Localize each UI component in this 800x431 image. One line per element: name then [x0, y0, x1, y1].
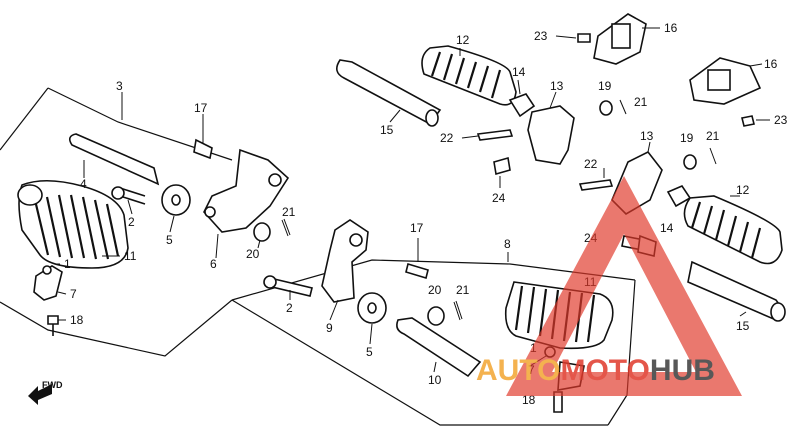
callout-20-center: 20	[428, 283, 442, 297]
footpeg-rubber-12-right	[683, 195, 783, 265]
spring-21-center	[453, 300, 463, 321]
callout-16-top: 16	[664, 21, 678, 35]
clip-7-left	[33, 265, 63, 301]
callout-13-top: 13	[550, 79, 564, 93]
callout-8: 8	[504, 237, 511, 251]
watermark-text-moto: MOTO	[560, 354, 649, 387]
forward-label: FWD	[42, 380, 63, 390]
callouts: 3 17 4 2 5 6 20 21 11 1 7 18 2 9 5 17 8 …	[64, 21, 788, 407]
callout-21-left: 21	[282, 205, 296, 219]
bolt-22-top	[476, 129, 514, 141]
callout-10: 10	[428, 373, 442, 387]
pin-15-right	[687, 260, 786, 322]
callout-5-left: 5	[166, 233, 173, 247]
bracket-left	[203, 148, 290, 233]
spring-21-top	[619, 99, 627, 115]
pin-10	[396, 317, 482, 378]
callout-15-right: 15	[736, 319, 750, 333]
callout-14-right: 14	[660, 221, 674, 235]
callout-9: 9	[326, 321, 333, 335]
callout-21-center: 21	[456, 283, 470, 297]
cap-19-right	[683, 154, 697, 170]
callout-19-right: 19	[680, 131, 694, 145]
spring-21-left	[281, 218, 291, 237]
callout-16-right: 16	[764, 57, 778, 71]
callout-18-right: 18	[522, 393, 536, 407]
callout-12-right: 12	[736, 183, 750, 197]
callout-20-left: 20	[246, 247, 260, 261]
cap-20-center	[427, 306, 445, 326]
holder-13-top	[527, 105, 575, 165]
arm-9	[321, 219, 369, 303]
callout-18-left: 18	[70, 313, 84, 327]
pin-15-top	[336, 59, 442, 127]
pin-2-center	[263, 275, 313, 297]
svg-text:AUTOMOTOHUB: AUTOMOTOHUB	[476, 354, 715, 387]
callout-6: 6	[210, 257, 217, 271]
callout-3: 3	[116, 79, 123, 93]
callout-17-left: 17	[194, 101, 208, 115]
callout-23-right: 23	[774, 113, 788, 127]
bracket-16-right	[689, 57, 762, 105]
screw-23-top	[577, 33, 591, 43]
callout-13-right: 13	[640, 129, 654, 143]
forward-arrow-icon	[28, 384, 52, 405]
callout-11-left: 11	[124, 249, 137, 263]
callout-2-center: 2	[286, 301, 293, 315]
watermark-text-hub: HUB	[650, 354, 715, 387]
callout-22-right: 22	[584, 157, 598, 171]
bolt-22-right	[578, 179, 614, 191]
callout-7-left: 7	[70, 287, 77, 301]
footpeg-rubber-12-top	[421, 45, 517, 106]
spacer-14-top	[508, 93, 536, 118]
screw-18-left	[47, 315, 59, 336]
cap-20-left	[253, 222, 271, 242]
callout-17-center: 17	[410, 221, 424, 235]
bracket-16-top	[593, 13, 647, 65]
callout-12-top: 12	[456, 33, 470, 47]
bolt-24-top	[493, 156, 511, 176]
watermark-logo: AUTOMOTOHUB	[476, 176, 742, 396]
callout-2-left: 2	[128, 215, 135, 229]
footpeg-pin-left	[68, 133, 160, 205]
callout-23-top: 23	[534, 29, 548, 43]
watermark-text-auto: AUTO	[476, 354, 560, 387]
warning-triangle-icon	[506, 176, 742, 396]
washer-5-center	[357, 292, 387, 324]
bolt-17-center	[405, 262, 429, 280]
spring-21-right	[709, 147, 717, 165]
callout-4: 4	[80, 177, 87, 191]
callout-24-top: 24	[492, 191, 506, 205]
washer-left	[161, 184, 191, 216]
callout-21-right: 21	[706, 129, 720, 143]
callout-19-top: 19	[598, 79, 612, 93]
cap-19-top	[599, 100, 613, 116]
callout-5-center: 5	[366, 345, 373, 359]
callout-22-top: 22	[440, 131, 454, 145]
forward-direction-indicator: FWD	[28, 380, 63, 405]
screw-23-right	[741, 115, 755, 127]
callout-21-top: 21	[634, 95, 648, 109]
callout-1-left: 1	[64, 257, 71, 271]
bolt-17-left	[193, 114, 213, 160]
footpeg-rubber-left	[17, 179, 129, 269]
callout-15-top: 15	[380, 123, 394, 137]
callout-14-top: 14	[512, 65, 526, 79]
